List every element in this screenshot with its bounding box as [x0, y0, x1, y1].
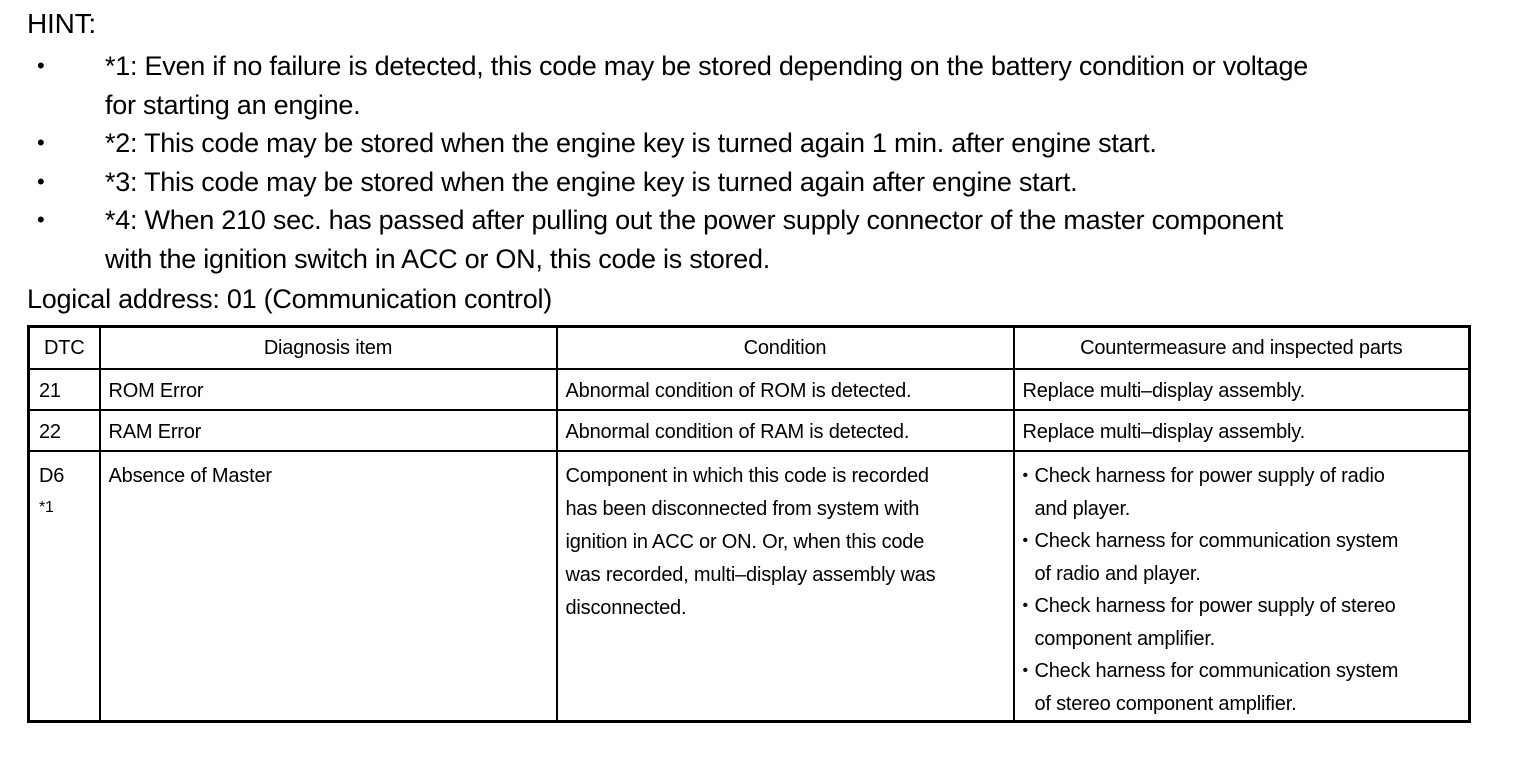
hint-item-4-line-2: with the ignition switch in ACC or ON, t… — [105, 243, 771, 274]
countermeasure-list: • Check harness for power supply of radi… — [1023, 460, 1461, 720]
dtc-code: 21 — [27, 368, 101, 411]
dtc-footnote-marker: *1 — [39, 499, 54, 516]
condition-line: ignition in ACC or ON. Or, when this cod… — [565, 531, 925, 553]
countermeasure-item: • Check harness for power supply of radi… — [1023, 460, 1461, 525]
column-header-diagnosis-item: Diagnosis item — [98, 325, 558, 370]
countermeasure-line: of stereo component amplifier. — [1034, 692, 1297, 715]
dtc-table: DTC Diagnosis item Condition Countermeas… — [27, 325, 1471, 723]
bullet-icon: • — [37, 207, 45, 232]
hint-item-4-line-1: *4: When 210 sec. has passed after pulli… — [105, 205, 1283, 235]
table-row: D6 *1 Absence of Master Component in whi… — [27, 450, 1471, 723]
hint-item-1-line-2: for starting an engine. — [105, 89, 361, 120]
table-row: 21 ROM Error Abnormal condition of ROM i… — [27, 368, 1471, 411]
table-header-row: DTC Diagnosis item Condition Countermeas… — [27, 325, 1471, 370]
countermeasure-line: Check harness for power supply of radio — [1034, 465, 1385, 487]
logical-address-heading: Logical address: 01 (Communication contr… — [27, 284, 553, 314]
diagnosis-item: RAM Error — [98, 409, 558, 452]
condition-line: Component in which this code is recorded — [565, 465, 930, 487]
countermeasure-item: • Check harness for communication system… — [1023, 525, 1461, 590]
bullet-icon: • — [37, 130, 45, 155]
hint-item-1-line-1: *1: Even if no failure is detected, this… — [105, 51, 1309, 81]
countermeasure-item: • Check harness for communication system… — [1023, 655, 1461, 720]
countermeasure: Replace multi–display assembly. — [1012, 368, 1471, 411]
bullet-icon: • — [37, 168, 45, 194]
countermeasure-line: component amplifier. — [1034, 627, 1216, 650]
condition: Abnormal condition of ROM is detected. — [555, 368, 1015, 411]
countermeasure-line: of radio and player. — [1034, 562, 1201, 585]
condition-line: disconnected. — [565, 597, 687, 619]
column-header-dtc: DTC — [27, 325, 101, 370]
bullet-icon: • — [37, 53, 45, 78]
dtc-code-cell: D6 *1 — [27, 450, 101, 723]
hint-item-2-line-1: *2: This code may be stored when the eng… — [105, 128, 1157, 158]
diagnosis-item: ROM Error — [98, 368, 558, 411]
hint-heading: HINT: — [27, 8, 97, 39]
hint-item-1: • *1: Even if no failure is detected, th… — [27, 47, 1497, 124]
countermeasure-line: Check harness for power supply of stereo — [1034, 595, 1396, 617]
countermeasure-line: and player. — [1034, 497, 1131, 520]
hint-item-3: • *3: This code may be stored when the e… — [27, 163, 1497, 202]
countermeasure-line: Check harness for communication system — [1034, 660, 1399, 682]
hint-item-4: • *4: When 210 sec. has passed after pul… — [27, 201, 1497, 278]
column-header-countermeasure: Countermeasure and inspected parts — [1012, 325, 1471, 370]
condition-line: was recorded, multi–display assembly was — [565, 564, 936, 586]
condition: Abnormal condition of RAM is detected. — [555, 409, 1015, 452]
countermeasure-item: • Check harness for power supply of ster… — [1023, 590, 1461, 655]
dtc-code: D6 — [39, 465, 65, 487]
hint-item-3-line-1: *3: This code may be stored when the eng… — [105, 166, 1078, 197]
diagnosis-item: Absence of Master — [98, 450, 558, 723]
countermeasure-line: Check harness for communication system — [1034, 530, 1399, 552]
countermeasure: Replace multi–display assembly. — [1012, 409, 1471, 452]
bullet-icon: • — [1022, 467, 1029, 484]
table-row: 22 RAM Error Abnormal condition of RAM i… — [27, 409, 1471, 452]
dtc-code: 22 — [27, 409, 101, 452]
column-header-condition: Condition — [555, 325, 1015, 370]
condition-line: has been disconnected from system with — [565, 498, 920, 520]
hint-list: • *1: Even if no failure is detected, th… — [27, 47, 1497, 278]
condition-cell: Component in which this code is recorded… — [555, 450, 1015, 723]
bullet-icon: • — [1022, 597, 1029, 614]
bullet-icon: • — [1022, 662, 1029, 679]
countermeasure-cell: • Check harness for power supply of radi… — [1012, 450, 1471, 723]
bullet-icon: • — [1022, 532, 1029, 549]
hint-item-2: • *2: This code may be stored when the e… — [27, 124, 1497, 163]
